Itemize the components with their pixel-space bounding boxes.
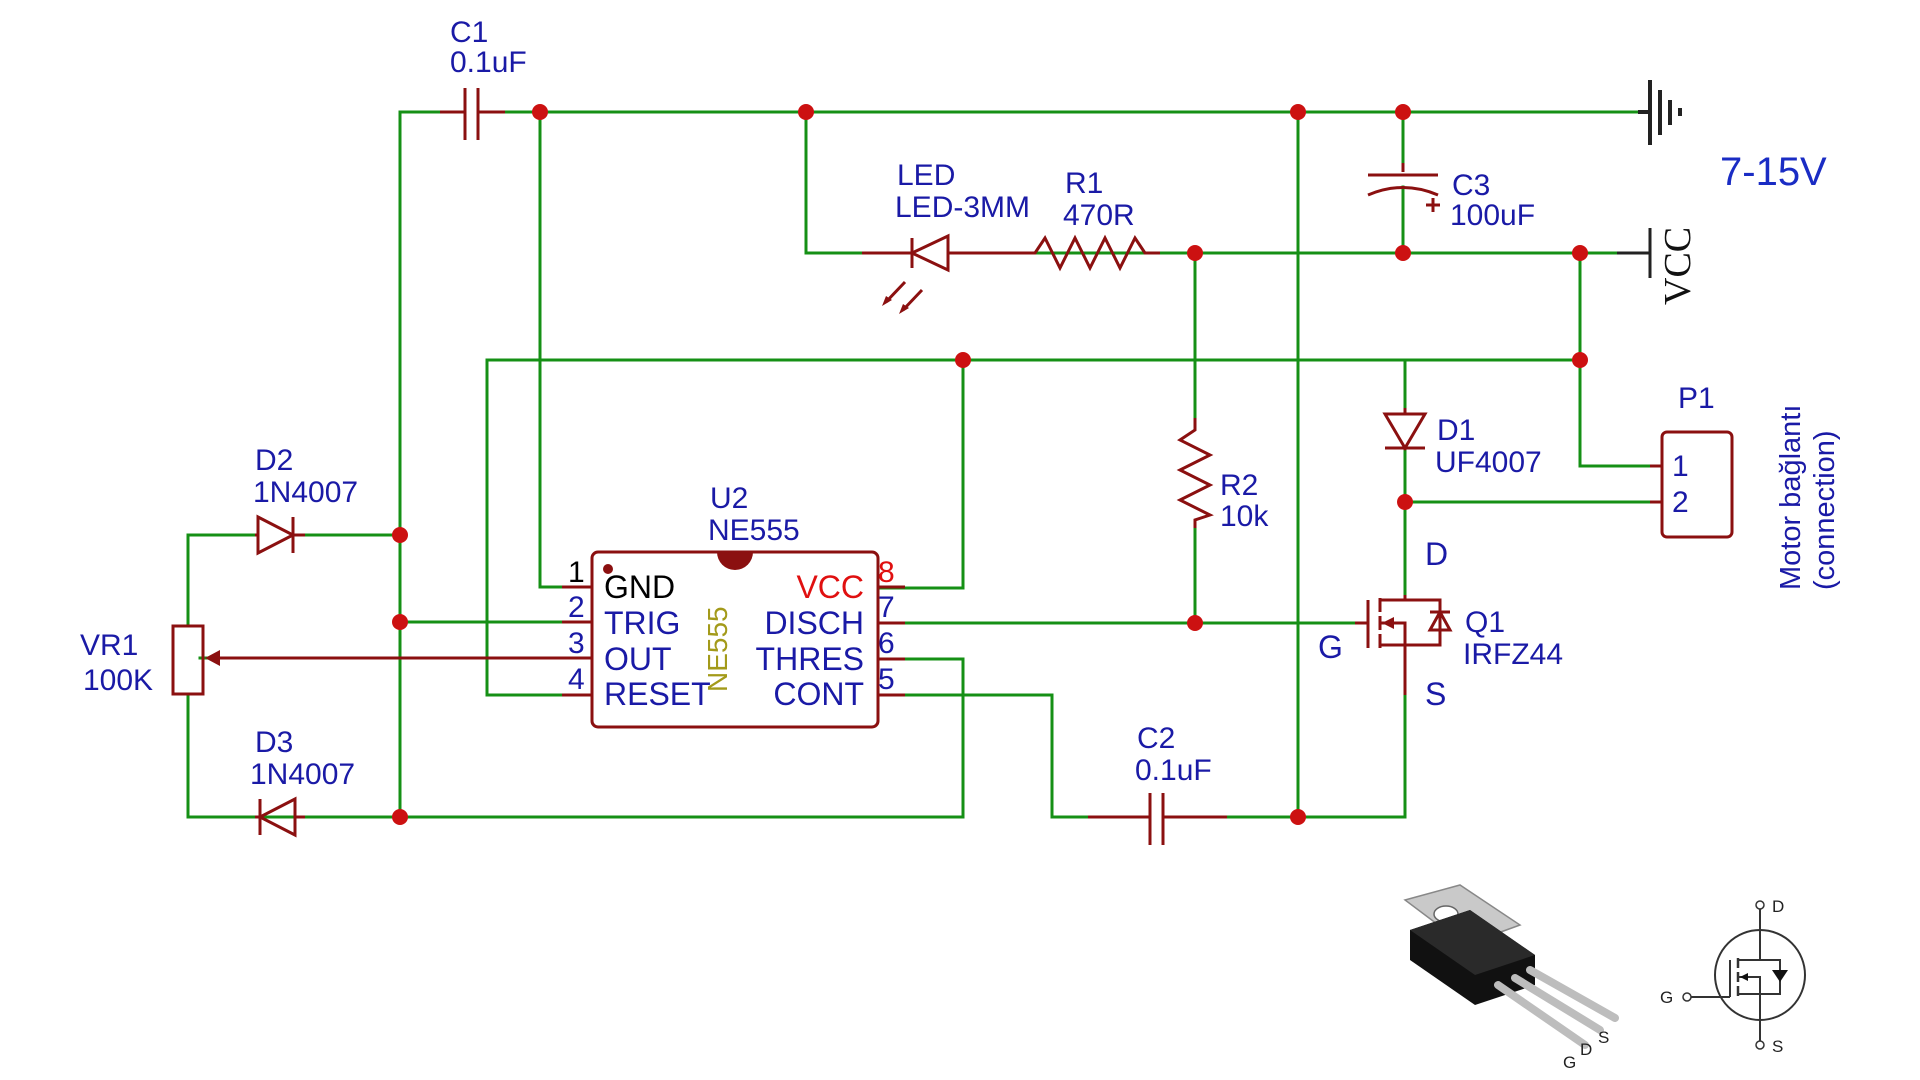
c3-ref: C3 xyxy=(1452,169,1490,202)
wires xyxy=(186,110,1652,824)
d2-value: 1N4007 xyxy=(253,476,358,509)
pin-3-number: 3 xyxy=(568,627,585,660)
package-pin-s: S xyxy=(1598,1028,1609,1047)
mosfet-q1: D G S Q1 IRFZ44 xyxy=(1318,536,1563,712)
d2-ref: D2 xyxy=(255,444,293,477)
junction xyxy=(1290,104,1306,120)
capacitor-c2: C2 0.1uF xyxy=(1088,722,1227,845)
pin-1-number: 1 xyxy=(568,556,585,589)
to220-package-image: G D S xyxy=(1403,884,1619,1072)
capacitor-c1: C1 0.1uF xyxy=(440,16,527,140)
c3-value: 100uF xyxy=(1450,199,1535,232)
pin-5-number: 5 xyxy=(878,663,895,696)
mosfet-reference-symbol: D G S xyxy=(1660,897,1806,1056)
vr1-value: 100K xyxy=(83,664,153,697)
q1-ref: Q1 xyxy=(1465,606,1505,639)
p1-pin1: 1 xyxy=(1672,450,1689,483)
motor-caption: Motor bağlantı (connection) xyxy=(1775,405,1841,590)
u2-body-text: NE555 xyxy=(702,606,733,692)
u2-value: NE555 xyxy=(708,514,800,547)
junctions xyxy=(392,104,1588,825)
ic-u2: U2 NE555 NE555 1 GND 2 TRIG 3 OUT 4 RESE… xyxy=(562,482,905,729)
r2-ref: R2 xyxy=(1220,469,1258,502)
junction xyxy=(1395,245,1411,261)
c1-ref: C1 xyxy=(450,16,488,49)
motor-caption-line1: Motor bağlantı xyxy=(1775,405,1807,590)
junction xyxy=(955,352,971,368)
junction xyxy=(1572,245,1588,261)
pin-6-number: 6 xyxy=(878,627,895,660)
package-pin-g: G xyxy=(1563,1053,1576,1072)
led-ref: LED xyxy=(897,159,955,192)
symbol-pin-d: D xyxy=(1772,897,1784,916)
d1-value: UF4007 xyxy=(1435,446,1542,479)
q1-pin-s: S xyxy=(1425,676,1446,712)
u2-ref: U2 xyxy=(710,482,748,515)
resistor-r1: R1 470R xyxy=(998,167,1160,272)
c2-value: 0.1uF xyxy=(1135,754,1212,787)
diode-d2: D2 1N4007 xyxy=(253,444,358,556)
junction xyxy=(392,809,408,825)
pin-7-number: 7 xyxy=(878,591,895,624)
c2-ref: C2 xyxy=(1137,722,1175,755)
pin-6-name: THRES xyxy=(756,641,864,677)
pin-2-number: 2 xyxy=(568,591,585,624)
junction xyxy=(532,104,548,120)
c1-value: 0.1uF xyxy=(450,46,527,79)
vcc-label: VCC xyxy=(1657,227,1699,305)
potentiometer-vr1: VR1 100K xyxy=(80,624,592,697)
d3-value: 1N4007 xyxy=(250,758,355,791)
r2-value: 10k xyxy=(1220,500,1269,533)
pin-3-name: OUT xyxy=(604,641,672,677)
junction xyxy=(1572,352,1588,368)
motor-caption-line2: (connection) xyxy=(1809,430,1841,590)
diode-d1: D1 UF4007 xyxy=(1382,408,1542,479)
junction xyxy=(1290,809,1306,825)
r1-ref: R1 xyxy=(1065,167,1103,200)
junction xyxy=(798,104,814,120)
junction xyxy=(1187,615,1203,631)
junction xyxy=(392,614,408,630)
junction xyxy=(1395,104,1411,120)
junction xyxy=(1187,245,1203,261)
pin-8-name: VCC xyxy=(796,569,864,605)
resistor-r2: R2 10k xyxy=(1176,418,1269,533)
led-value: LED-3MM xyxy=(895,191,1030,224)
d1-ref: D1 xyxy=(1437,414,1475,447)
led-diode: LED LED-3MM xyxy=(862,159,1030,314)
pin-5-name: CONT xyxy=(773,676,864,712)
ground-icon xyxy=(1638,80,1682,145)
q1-value: IRFZ44 xyxy=(1463,638,1563,671)
pin-4-name: RESET xyxy=(604,676,711,712)
q1-pin-d: D xyxy=(1425,536,1448,572)
p1-ref: P1 xyxy=(1678,382,1715,415)
pin-1-name: GND xyxy=(604,569,675,605)
junction xyxy=(392,527,408,543)
capacitor-c3: C3 100uF xyxy=(1367,163,1535,232)
pin-7-name: DISCH xyxy=(764,605,864,641)
pin-4-number: 4 xyxy=(568,663,585,696)
symbol-pin-g: G xyxy=(1660,988,1673,1007)
r1-value: 470R xyxy=(1063,199,1135,232)
diode-d3: D3 1N4007 xyxy=(250,726,355,838)
package-pin-d: D xyxy=(1580,1040,1592,1059)
vr1-ref: VR1 xyxy=(80,629,138,662)
q1-pin-g: G xyxy=(1318,629,1343,665)
p1-pin2: 2 xyxy=(1672,486,1689,519)
supply-range-label: 7-15V xyxy=(1720,150,1827,194)
pin-2-name: TRIG xyxy=(604,605,680,641)
pin-8-number: 8 xyxy=(878,556,895,589)
vcc-terminal: VCC xyxy=(1617,227,1699,305)
connector-p1: P1 1 2 xyxy=(1650,382,1734,539)
d3-ref: D3 xyxy=(255,726,293,759)
junction xyxy=(1397,494,1413,510)
symbol-pin-s: S xyxy=(1772,1037,1783,1056)
